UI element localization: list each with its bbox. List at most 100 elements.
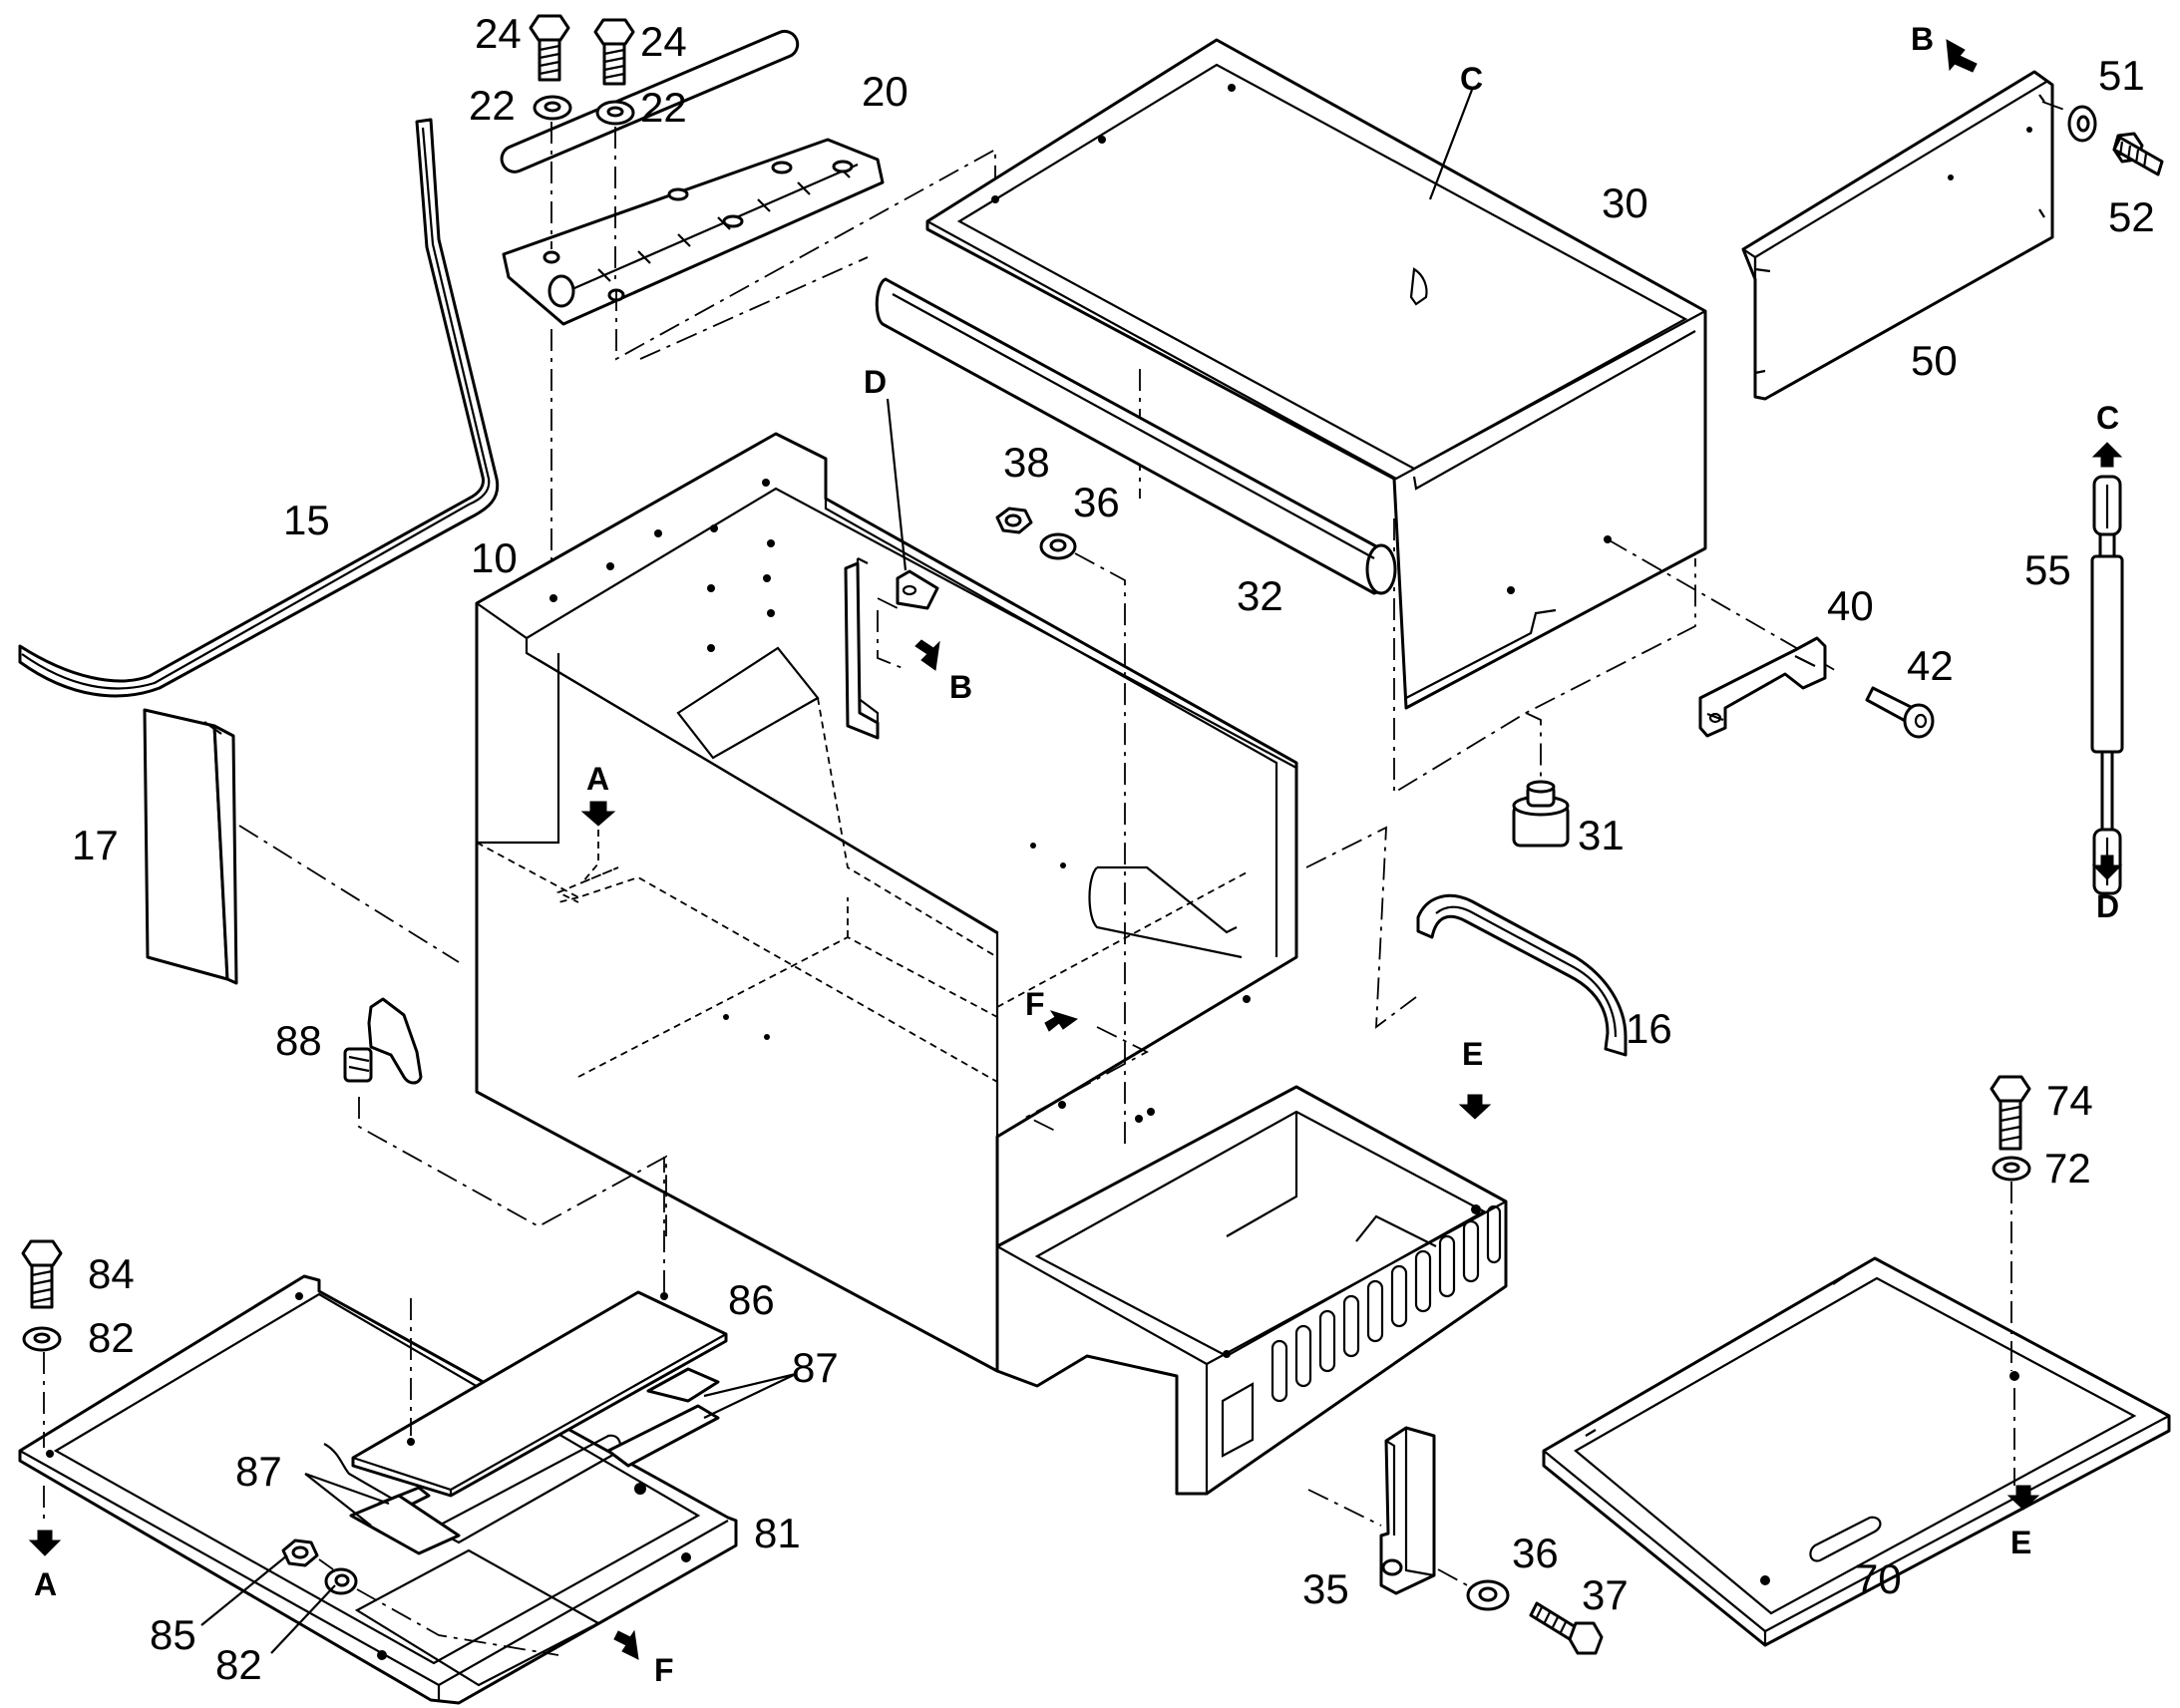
arrow-a-bottom (28, 1530, 62, 1556)
arrow-f-mid (1025, 1010, 1149, 1133)
label-70: 70 (1855, 1555, 1902, 1602)
nut-part-38 (995, 507, 1033, 534)
tube-part-15 (18, 118, 500, 698)
ref-f-mid: F (1025, 986, 1045, 1022)
washer-part-36-bottom (1466, 1579, 1510, 1611)
washer-82-bottom-guide (318, 1558, 559, 1656)
leader-lines (200, 89, 1474, 1654)
label-24-left: 24 (475, 10, 522, 57)
hinge-part-20 (500, 29, 885, 326)
arrow-e-mid (1458, 1094, 1492, 1120)
label-51: 51 (2098, 52, 2145, 99)
foot-part-31 (1512, 780, 1570, 848)
ref-b-top: B (1911, 21, 1934, 57)
arrow-c-top (2091, 442, 2123, 468)
label-87-upper: 87 (792, 1344, 839, 1391)
label-82-top: 82 (88, 1314, 135, 1361)
ref-d-right: D (2096, 888, 2119, 924)
label-72: 72 (2044, 1145, 2091, 1192)
plate-70-guide (2010, 1182, 2015, 1486)
bolt-part-37 (1529, 1601, 1604, 1655)
label-15: 15 (283, 497, 330, 543)
ref-b-mid: B (949, 669, 972, 705)
bolt-24-left (529, 14, 570, 82)
latch-part-88 (343, 997, 423, 1085)
bolt-24-right (593, 18, 635, 86)
arrow-a-top (555, 801, 619, 903)
reference-letters: A A B B C C D D E E F F (34, 21, 2119, 1688)
label-50: 50 (1911, 337, 1958, 384)
washer-part-51 (2067, 105, 2097, 143)
ref-c-top: C (1460, 61, 1483, 97)
label-20: 20 (862, 68, 908, 115)
arrow-f-bottom (613, 1629, 639, 1660)
label-16: 16 (1626, 1005, 1672, 1052)
arrow-b-top (1946, 39, 1978, 73)
washer-36-guide (1074, 552, 1126, 1147)
plate-part-86 (351, 1290, 728, 1498)
latch-88-guide (358, 1097, 667, 1236)
plate-part-70 (1542, 1256, 2171, 1647)
washer-part-82-top (22, 1326, 62, 1352)
label-74: 74 (2046, 1077, 2093, 1124)
ref-e-right: E (2010, 1525, 2031, 1560)
pad-part-87-lower (349, 1486, 461, 1555)
label-17: 17 (72, 822, 119, 868)
bracket-part-35 (1379, 1426, 1436, 1595)
cabinet-tray (995, 1085, 1508, 1496)
arrow-e-right (2006, 1485, 2040, 1511)
plate-part-81 (18, 1274, 738, 1705)
spring-part-16 (1416, 893, 1628, 1057)
ref-c-right: C (2096, 400, 2119, 436)
cabinet-hidden-lines (476, 697, 1248, 1083)
label-84: 84 (88, 1250, 135, 1297)
label-22-left: 22 (469, 82, 516, 129)
arrow-d-right (2091, 854, 2123, 880)
label-86: 86 (728, 1276, 775, 1323)
roller-part-32 (875, 277, 1397, 595)
label-24-right: 24 (640, 18, 687, 65)
panel-17-guide (238, 825, 460, 963)
part-labels: 10 15 16 17 20 22 22 24 24 30 31 32 35 3… (72, 10, 2155, 1688)
hood-guide-lines (1139, 369, 1841, 803)
ref-d-mid: D (864, 364, 887, 400)
washer-22-left (533, 95, 572, 121)
washer-22-right (595, 100, 635, 126)
label-30: 30 (1602, 179, 1648, 226)
hood-part-30 (925, 38, 1707, 710)
label-38: 38 (1003, 439, 1050, 486)
label-85: 85 (150, 1611, 196, 1658)
label-32: 32 (1237, 572, 1283, 619)
label-55: 55 (2024, 546, 2071, 593)
label-42: 42 (1907, 642, 1954, 689)
lid-50-guide (2041, 101, 2065, 111)
label-81: 81 (754, 1510, 801, 1556)
washer-part-36-top (1039, 532, 1077, 560)
ref-a-top: A (586, 761, 609, 797)
bolt-part-84 (21, 1239, 63, 1309)
lid-part-50 (1741, 70, 2054, 401)
panel-part-17 (143, 708, 238, 985)
label-88: 88 (275, 1017, 322, 1064)
screw-part-42 (1865, 686, 1935, 739)
label-40: 40 (1827, 582, 1874, 629)
label-22-right: 22 (640, 84, 687, 131)
hinge-guide-lines (550, 122, 996, 588)
ref-f-bottom: F (654, 1652, 674, 1688)
label-35: 35 (1302, 1565, 1349, 1612)
spring-16-guide (1305, 826, 1417, 1029)
ref-e-mid: E (1462, 1036, 1483, 1072)
gas-spring-part-55 (2090, 475, 2124, 895)
bracket-d (844, 561, 939, 740)
pad-part-87-upper (606, 1367, 720, 1468)
screw-part-52 (2112, 132, 2164, 176)
label-87-lower: 87 (235, 1448, 282, 1495)
label-10: 10 (471, 534, 518, 581)
label-82-bottom: 82 (215, 1641, 262, 1688)
arrow-b-mid (914, 639, 940, 671)
label-36-bottom: 36 (1512, 1530, 1559, 1576)
label-31: 31 (1578, 812, 1625, 858)
bolt-part-74 (1990, 1075, 2031, 1151)
plate-86-guide (410, 1157, 665, 1436)
